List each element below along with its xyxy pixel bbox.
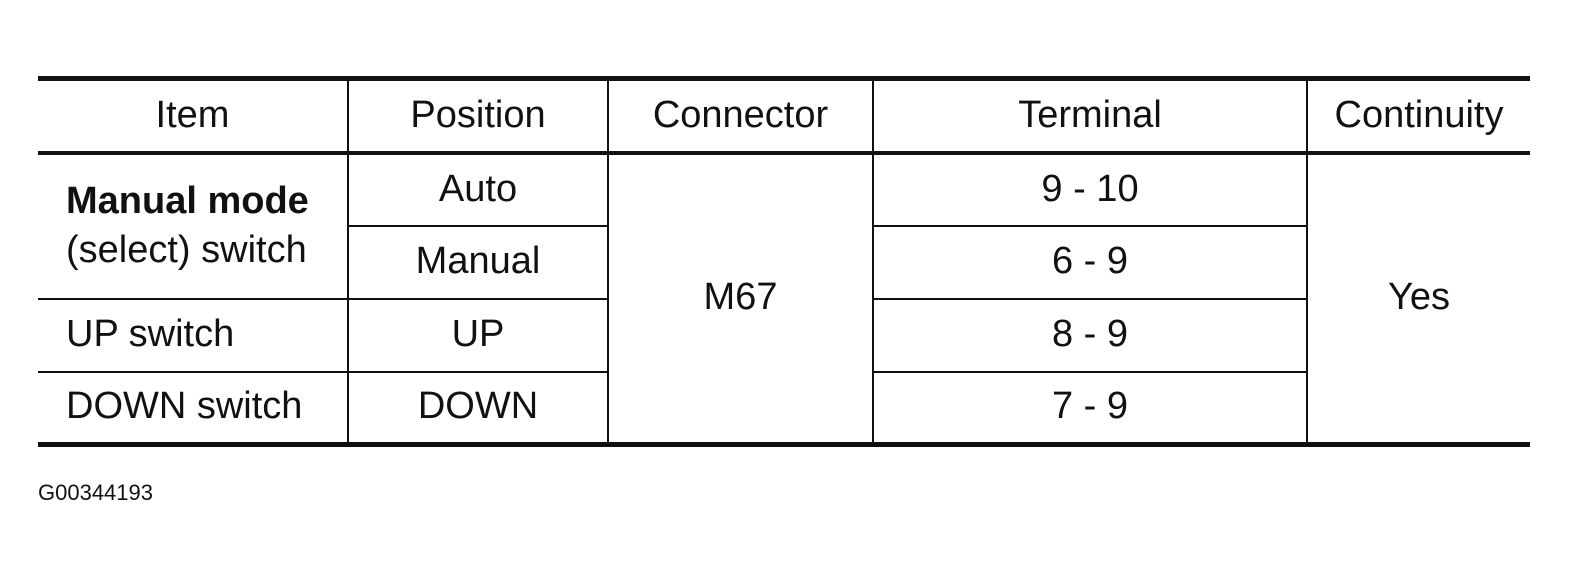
table-header-row: Item Position Connector Terminal Continu… xyxy=(38,78,1530,155)
header-item: Item xyxy=(38,78,349,155)
terminal-cell: 6 - 9 xyxy=(872,225,1308,300)
item-cell-down-switch: DOWN switch xyxy=(38,371,349,445)
connector-cell: M67 xyxy=(607,152,874,446)
header-continuity: Continuity xyxy=(1306,78,1530,155)
table-row: Manual 6 - 9 xyxy=(38,225,1530,300)
item-label-line1: Manual mode xyxy=(66,179,309,222)
figure-id: G00344193 xyxy=(38,480,153,505)
header-position: Position xyxy=(347,78,609,155)
position-cell: DOWN xyxy=(347,371,609,445)
item-cell-manual-mode: Manual mode (select) switch xyxy=(38,152,349,300)
table-row: Manual mode (select) switch Auto M67 9 -… xyxy=(38,152,1530,446)
table-row: DOWN switch DOWN 7 - 9 xyxy=(38,371,1530,445)
continuity-cell: Yes xyxy=(1306,152,1530,446)
position-cell: UP xyxy=(347,298,609,373)
switch-continuity-table: Item Position Connector Terminal Continu… xyxy=(38,76,1530,447)
terminal-cell: 7 - 9 xyxy=(872,371,1308,445)
terminal-cell: 9 - 10 xyxy=(872,152,1308,227)
header-terminal: Terminal xyxy=(872,78,1308,155)
position-cell: Manual xyxy=(347,225,609,300)
table-row: UP switch UP 8 - 9 xyxy=(38,298,1530,373)
header-connector: Connector xyxy=(607,78,874,155)
item-cell-up-switch: UP switch xyxy=(38,298,349,373)
terminal-cell: 8 - 9 xyxy=(872,298,1308,373)
position-cell: Auto xyxy=(347,152,609,227)
item-label-line2: (select) switch xyxy=(66,229,307,271)
